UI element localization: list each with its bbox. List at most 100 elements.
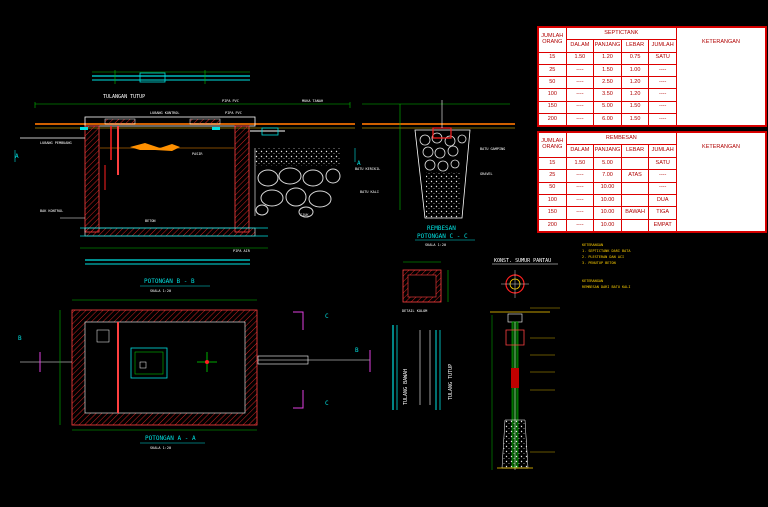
cell: 2.50 [593, 75, 622, 90]
tulang-detail: TULANG BAWAH TULANG TUTUP [392, 325, 454, 410]
col-dalam: DALAM [565, 39, 595, 53]
cell: 0.75 [620, 51, 650, 65]
cell: 200 [538, 218, 567, 233]
table-row: 100----10.00 DUA [538, 193, 766, 208]
cell: ATAS [620, 169, 650, 183]
label-ijuk: IJUK [300, 213, 309, 217]
cell: 100 [538, 88, 567, 102]
tulang-bawah-label: TULANG BAWAH [403, 369, 409, 405]
notes: KETERANGAN 1. SEPTICTANK DARI BATA 2. PL… [582, 243, 631, 289]
tulang-tutup-label: TULANG TUTUP [448, 364, 454, 400]
cell: 5.00 [593, 156, 622, 171]
header-keterangan: KETERANGAN [676, 27, 766, 126]
cell: EMPAT [648, 218, 677, 233]
cell: 25 [538, 169, 567, 183]
note-line: KETERANGAN [582, 279, 603, 283]
potongan-aa-skala: SKALA 1:20 [150, 446, 171, 450]
cell: 1.50 [565, 156, 595, 171]
tulangan-tutup: TULANGAN TUTUP [92, 70, 250, 100]
cell: ---- [565, 193, 595, 208]
label-batu-gamping: BATU GAMPING [480, 147, 505, 151]
col-panjang: PANJANG [593, 39, 622, 53]
cell: ---- [648, 112, 677, 127]
section-mark-c-bottom: C [325, 400, 329, 407]
cell: 50 [538, 181, 567, 195]
cell: 150 [538, 100, 567, 114]
cell: ---- [648, 100, 677, 114]
rembesan-section: BATU GAMPING GRAVEL REMBESAN POTONGAN C … [362, 100, 515, 247]
cell: ---- [648, 75, 677, 90]
cell: ---- [565, 112, 595, 127]
section-mark-b-right: B [355, 347, 359, 354]
label-batu-kerikil: BATU KERIKIL [355, 167, 380, 171]
cell [620, 156, 650, 171]
cell: 1.20 [593, 51, 622, 65]
header-rembesan: REMBESAN [565, 131, 678, 146]
septictank-table: JUMLAH ORANG SEPTICTANK KETERANGAN DALAM… [537, 26, 767, 127]
cell: ---- [565, 181, 595, 195]
cell: ---- [565, 63, 595, 78]
cell: 100 [538, 193, 567, 208]
cell: ---- [648, 88, 677, 102]
cell: ---- [565, 169, 595, 183]
col-lebar: LEBAR [620, 39, 650, 53]
col-dalam: DALAM [565, 144, 595, 158]
cell: ---- [648, 169, 677, 183]
col-jumlah: JUMLAH [648, 39, 677, 53]
potongan-cc-skala: SKALA 1:20 [425, 243, 446, 247]
cell: 7.00 [593, 169, 622, 183]
cell [620, 218, 650, 233]
section-mark-a-right: A [357, 160, 361, 167]
cell: ---- [565, 75, 595, 90]
cell: ---- [565, 206, 595, 220]
potongan-bb-section: LUBANG KONTROL PIPA PVC MUKA TANAH PIPA … [14, 99, 355, 293]
label-batu-kali: BATU KALI [360, 190, 379, 194]
tulangan-tutup-title: TULANGAN TUTUP [103, 94, 145, 100]
potongan-bb-skala: SKALA 1:20 [150, 289, 171, 293]
header-septictank: SEPTICTANK [565, 26, 678, 41]
cell: 10.00 [593, 193, 622, 208]
cell: 1.50 [620, 112, 650, 127]
cell: ---- [565, 100, 595, 114]
label-beton: BETON [145, 219, 156, 223]
cell: 15 [538, 156, 567, 171]
col-jumlah: JUMLAH [648, 144, 677, 158]
label-pipa-plat: PIPA PVC [225, 111, 242, 115]
cell: ---- [648, 63, 677, 78]
cell: 1.50 [565, 51, 595, 65]
cell: BAWAH [620, 206, 650, 220]
header-jumlah-orang: JUMLAH ORANG [538, 27, 567, 53]
cell: 1.50 [593, 63, 622, 78]
cell: 5.00 [593, 100, 622, 114]
cell: 15 [538, 51, 567, 65]
cell: ---- [648, 181, 677, 195]
cell: 1.00 [620, 63, 650, 78]
label-gravel: GRAVEL [480, 172, 493, 176]
cell: 1.20 [620, 88, 650, 102]
header-keterangan: KETERANGAN [676, 132, 766, 232]
section-mark-a-left: A [15, 153, 19, 160]
label-lubang-kontrol: LUBANG KONTROL [150, 111, 180, 115]
sumur-pantau: KONST. SUMUR PANTAU [490, 258, 560, 470]
cell [620, 181, 650, 195]
section-mark-b-left: B [18, 335, 22, 342]
col-lebar: LEBAR [620, 144, 650, 158]
cell: 50 [538, 75, 567, 90]
cell: DUA [648, 193, 677, 208]
label-pipa-pvc: PIPA PVC [222, 99, 239, 103]
cell: 10.00 [593, 206, 622, 220]
cell: 1.20 [620, 75, 650, 90]
cell: SATU [648, 156, 677, 171]
cell: TIGA [648, 206, 677, 220]
cell: 6.00 [593, 112, 622, 127]
soil-stone-section: A BATU KERIKIL BATU KALI IJUK [254, 148, 380, 218]
cell: 200 [538, 112, 567, 127]
cell: ---- [565, 88, 595, 102]
rembesan-title: REMBESAN [427, 225, 456, 232]
